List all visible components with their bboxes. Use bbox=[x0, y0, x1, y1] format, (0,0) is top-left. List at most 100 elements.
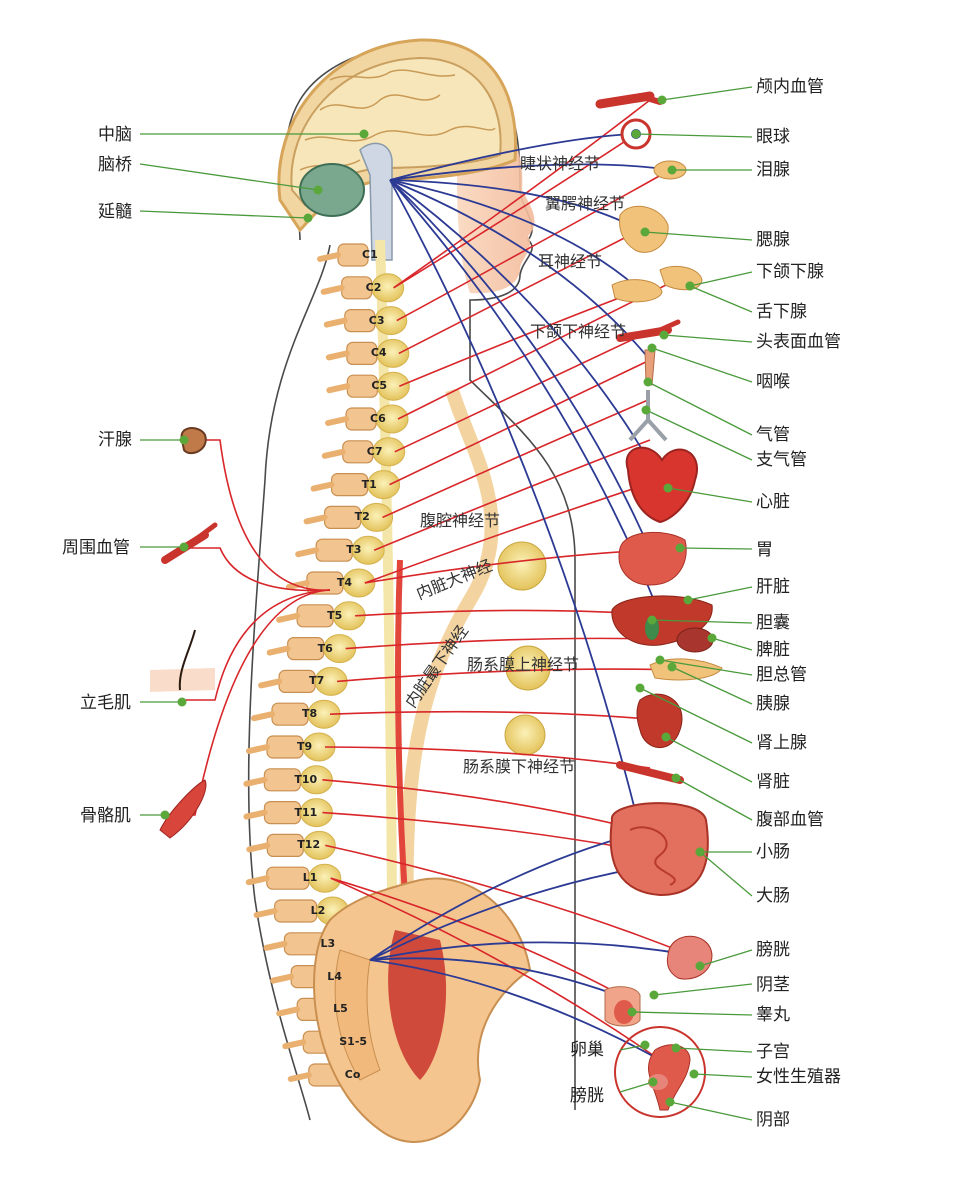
label-small-intestine: 小肠 bbox=[756, 842, 790, 862]
label-female-genitals: 女性生殖器 bbox=[756, 1067, 841, 1087]
spinous-process bbox=[258, 678, 283, 689]
sublingual-shape bbox=[659, 265, 703, 291]
chain-ganglion bbox=[308, 863, 342, 893]
vertebra-label: C2 bbox=[365, 280, 382, 294]
spinous-process bbox=[320, 284, 345, 295]
label-sweat-gland: 汗腺 bbox=[98, 430, 132, 450]
parasympathetic-fiber bbox=[389, 133, 637, 181]
superior-mesenteric-ganglion-shape bbox=[505, 645, 551, 691]
leader-line bbox=[679, 547, 753, 550]
leader-line bbox=[689, 271, 753, 287]
spinous-process bbox=[263, 940, 288, 951]
vertebra-label: T12 bbox=[297, 838, 321, 852]
leader-line bbox=[651, 347, 753, 383]
abdominal-vessel-shape bbox=[616, 761, 684, 784]
spleen-shape bbox=[676, 627, 714, 653]
vertebra-label: T9 bbox=[296, 740, 313, 753]
spinous-process bbox=[243, 776, 268, 787]
leader-line bbox=[645, 409, 753, 461]
leader-line bbox=[699, 851, 753, 897]
anchor-dot bbox=[671, 773, 681, 783]
chain-ganglion bbox=[374, 306, 408, 336]
vertebra-label: T7 bbox=[309, 674, 325, 688]
label-otic-ganglion: 耳神经节 bbox=[538, 252, 603, 271]
chain-ganglion bbox=[299, 765, 333, 795]
anchor-dot bbox=[635, 683, 645, 693]
testis-shape bbox=[614, 1000, 634, 1024]
sympathetic-fiber bbox=[330, 877, 631, 1001]
vertebral-column bbox=[243, 243, 378, 1087]
spinous-process bbox=[253, 908, 278, 918]
sympathetic-fiber bbox=[396, 169, 671, 322]
vertebra-label: T11 bbox=[294, 805, 318, 819]
label-pharynx: 咽喉 bbox=[756, 372, 790, 392]
vertebra-label: T1 bbox=[361, 477, 377, 491]
parasympathetic-fiber bbox=[389, 179, 641, 231]
sympathetic-fiber bbox=[165, 589, 331, 816]
leader-line bbox=[671, 666, 753, 705]
label-kidney: 肾脏 bbox=[756, 772, 790, 792]
inferior-mesenteric-ganglion-shape bbox=[504, 714, 546, 756]
label-testis: 睾丸 bbox=[756, 1005, 790, 1025]
leader-line bbox=[659, 659, 753, 676]
label-stomach: 胃 bbox=[756, 540, 773, 560]
vertebra-label: S1-5 bbox=[339, 1035, 368, 1049]
vertebra-label: L3 bbox=[320, 936, 336, 950]
leader-line bbox=[669, 1101, 753, 1121]
anchor-dot bbox=[667, 662, 677, 672]
sympathetic-fiber bbox=[364, 479, 661, 584]
label-peripheral-vessel: 周围血管 bbox=[62, 538, 130, 558]
spinous-process bbox=[270, 973, 295, 984]
pancreas-shape bbox=[649, 658, 723, 681]
label-heart: 心脏 bbox=[756, 492, 790, 512]
leader-line bbox=[139, 163, 319, 191]
label-intracranial-vessel: 颅内血管 bbox=[756, 77, 824, 97]
anchor-dot bbox=[657, 95, 667, 105]
sympathetic-fiber bbox=[373, 439, 651, 551]
label-trachea: 气管 bbox=[756, 425, 790, 445]
label-anchor-dots bbox=[160, 95, 717, 1107]
vertebra-label: L1 bbox=[302, 871, 318, 885]
anchor-dot bbox=[689, 1069, 699, 1079]
sweat-gland-shape bbox=[180, 427, 207, 455]
sympathetic-fiber bbox=[185, 589, 331, 701]
spinous-process bbox=[285, 580, 310, 590]
sympathetic-fiber bbox=[394, 335, 641, 453]
vertebra-label: T2 bbox=[354, 510, 370, 524]
sympathetic-fiber bbox=[330, 877, 661, 1061]
chain-ganglion bbox=[375, 404, 409, 434]
parasympathetic-fiber bbox=[369, 941, 691, 961]
vertebra-label: T10 bbox=[294, 772, 318, 786]
chain-ganglion bbox=[360, 502, 394, 532]
vertebra-label: C1 bbox=[362, 248, 378, 261]
anchor-dot bbox=[667, 165, 677, 175]
arrector-pili-shape bbox=[178, 629, 196, 691]
label-adrenal: 肾上腺 bbox=[756, 733, 807, 753]
spinal-cord bbox=[375, 239, 397, 901]
label-penis: 阴茎 bbox=[756, 975, 790, 995]
chain-ganglion bbox=[371, 273, 405, 303]
vertebra-label: Co bbox=[344, 1068, 361, 1081]
label-skeletal-muscle: 骨骼肌 bbox=[80, 806, 131, 826]
submandibular-shape bbox=[611, 279, 663, 303]
label-inferior-mesenteric-ganglion: 肠系膜下神经节 bbox=[463, 757, 576, 776]
anchor-dot bbox=[313, 185, 323, 195]
label-bladder: 膀胱 bbox=[756, 940, 790, 960]
label-lacrimal: 泪腺 bbox=[756, 160, 790, 180]
sympathetic-fiber bbox=[190, 547, 331, 592]
spinous-process bbox=[310, 481, 335, 492]
sympathetic-fiber bbox=[325, 844, 691, 956]
trachea-shape bbox=[628, 390, 668, 442]
anchor-dot bbox=[643, 377, 653, 387]
anchor-dot bbox=[647, 615, 657, 625]
kidney-shape bbox=[636, 693, 683, 749]
label-vulva: 阴部 bbox=[756, 1110, 790, 1130]
anchor-dot bbox=[627, 1007, 637, 1017]
sympathetic-fiber bbox=[389, 359, 651, 486]
anchor-dot bbox=[641, 405, 651, 415]
parasympathetic-fiber bbox=[389, 179, 651, 361]
anchor-dot bbox=[661, 732, 671, 742]
sympathetic-fiber bbox=[324, 746, 651, 769]
sympathetic-fiber bbox=[322, 779, 641, 831]
skin-patch-shape bbox=[150, 668, 215, 692]
